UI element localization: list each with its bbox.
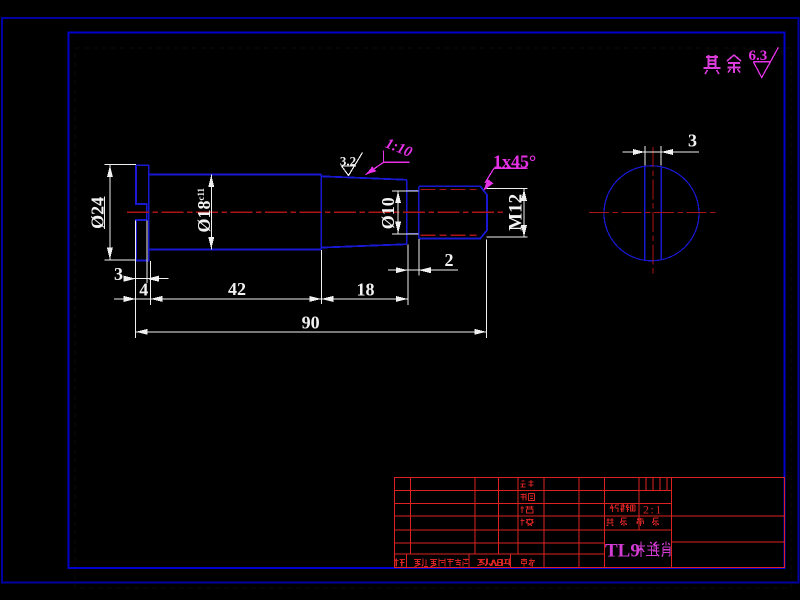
- svg-text:6.3: 6.3: [749, 48, 768, 64]
- svg-text:1x45°: 1x45°: [493, 152, 536, 172]
- svg-text:90: 90: [302, 313, 320, 333]
- svg-text:3: 3: [114, 264, 123, 284]
- svg-text:TL9: TL9: [605, 541, 640, 562]
- svg-text:Ø10: Ø10: [378, 197, 398, 229]
- svg-text:2: 2: [445, 250, 454, 270]
- svg-text:Ø24: Ø24: [88, 197, 108, 229]
- svg-text:3: 3: [688, 131, 697, 151]
- svg-text:42: 42: [228, 279, 246, 299]
- svg-text:2:1: 2:1: [643, 503, 663, 517]
- svg-text:18: 18: [357, 280, 375, 300]
- svg-text:3.2: 3.2: [340, 153, 356, 168]
- svg-text:M12: M12: [506, 194, 527, 231]
- svg-text:4: 4: [139, 280, 148, 300]
